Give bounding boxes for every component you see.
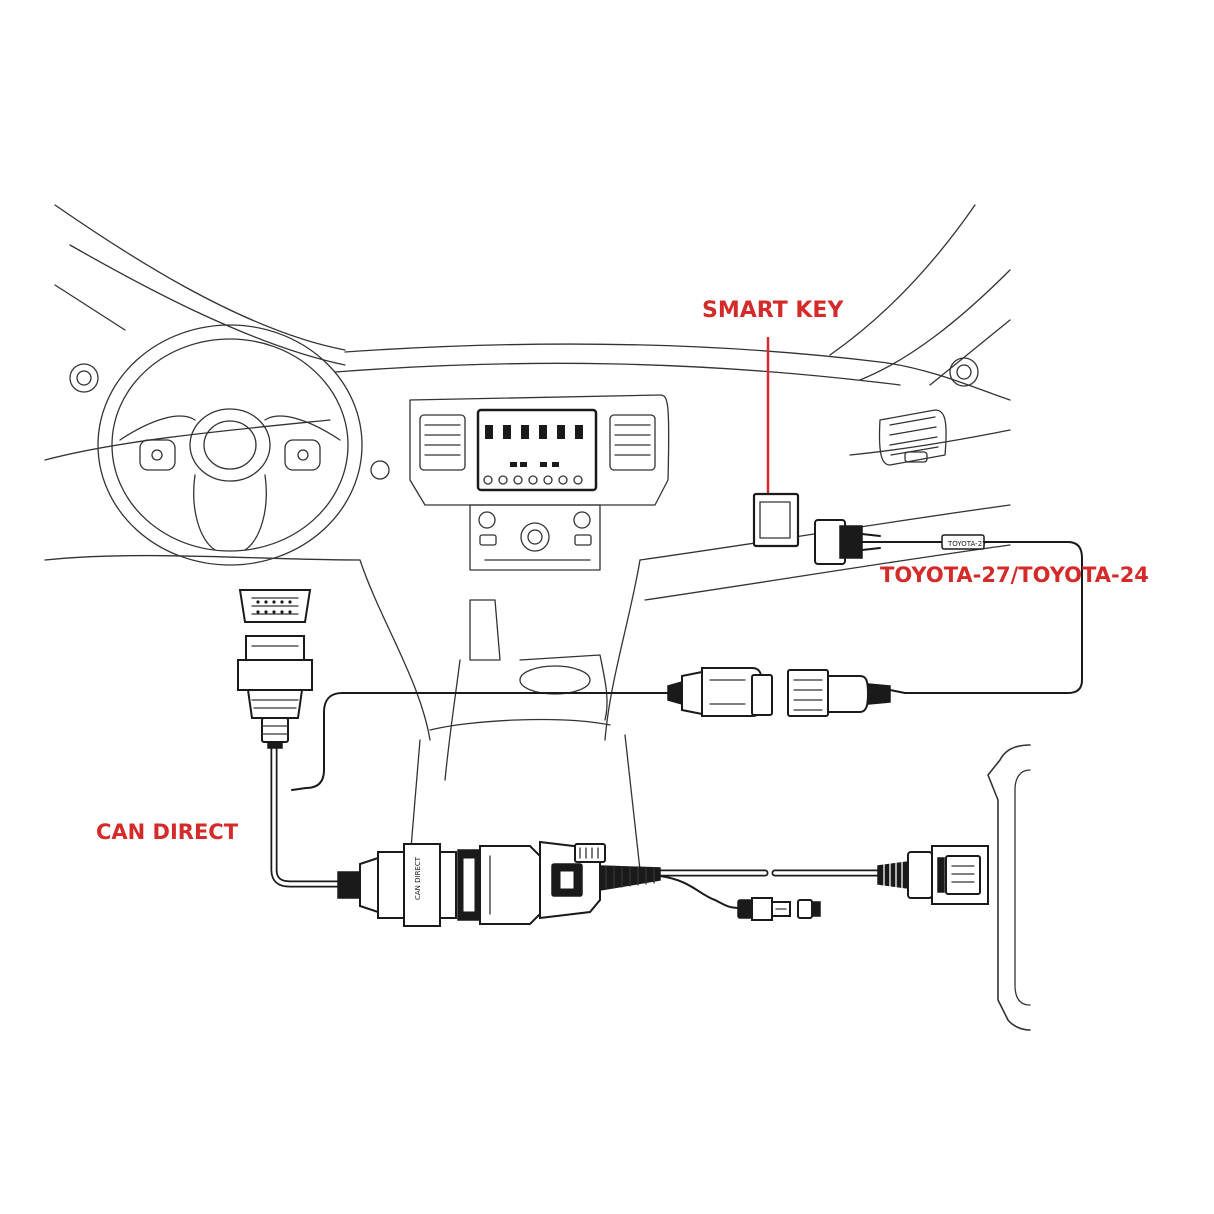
toyota-connector-label: TOYOTA-27/TOYOTA-24 — [880, 563, 1149, 587]
steering-wheel — [97, 324, 363, 566]
programmer-device — [987, 744, 1031, 1031]
obd-plug — [237, 635, 313, 749]
center-stack — [359, 394, 670, 871]
svg-text:CAN DIRECT: CAN DIRECT — [414, 856, 422, 900]
svg-text:TOYOTA-27: TOYOTA-27 — [947, 540, 987, 548]
db-connector-device — [877, 845, 989, 905]
can-direct-label: CAN DIRECT — [96, 820, 239, 844]
cable-routes — [270, 541, 1083, 909]
usb-plug-pair — [737, 897, 821, 921]
smart-key-label: SMART KEY — [702, 298, 844, 323]
obd-port — [238, 589, 312, 623]
car-interior — [44, 204, 1011, 871]
toyota-connector: TOYOTA-27 — [814, 519, 987, 565]
can-direct-connector: CAN DIRECT — [337, 840, 661, 927]
smart-key-module — [752, 337, 800, 548]
mid-connector-pair — [667, 667, 906, 717]
